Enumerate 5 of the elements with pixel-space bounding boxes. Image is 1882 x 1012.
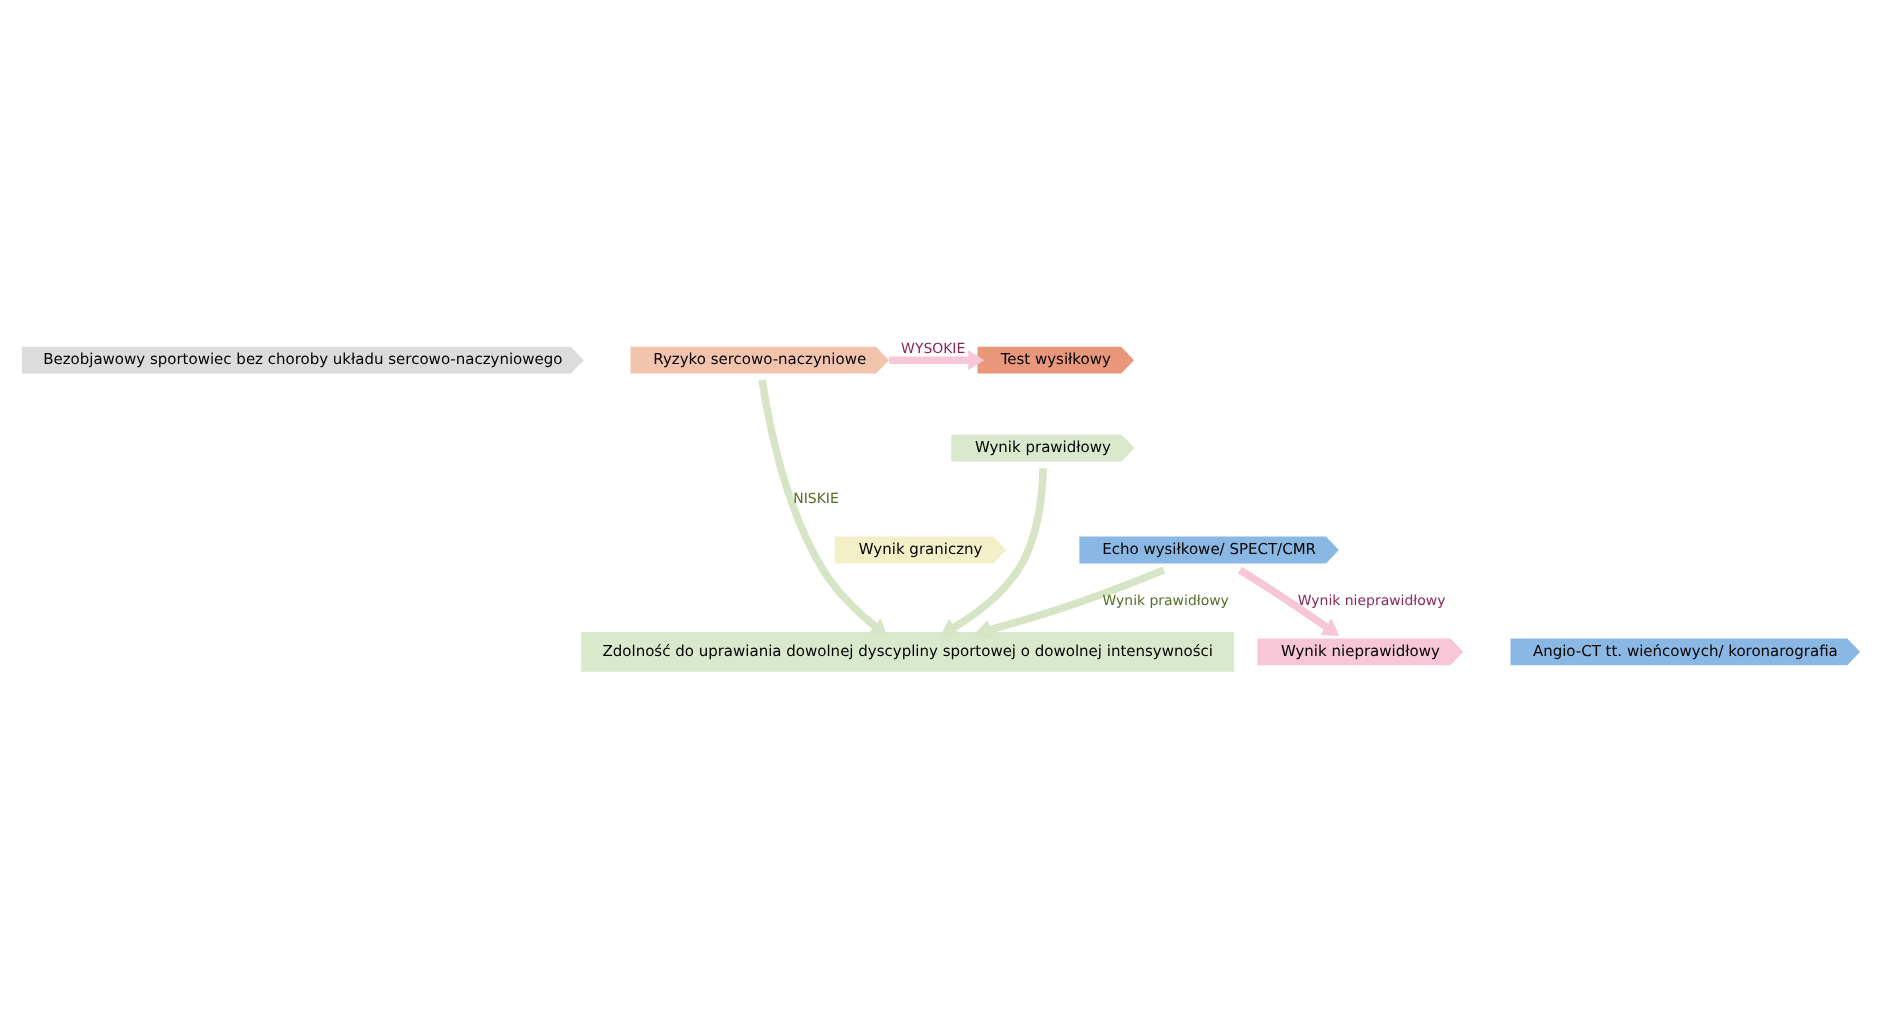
arrow — [758, 379, 888, 637]
arrow — [974, 566, 1166, 640]
arrow — [1237, 566, 1340, 636]
arrow — [889, 350, 985, 371]
arrow — [940, 468, 1047, 636]
